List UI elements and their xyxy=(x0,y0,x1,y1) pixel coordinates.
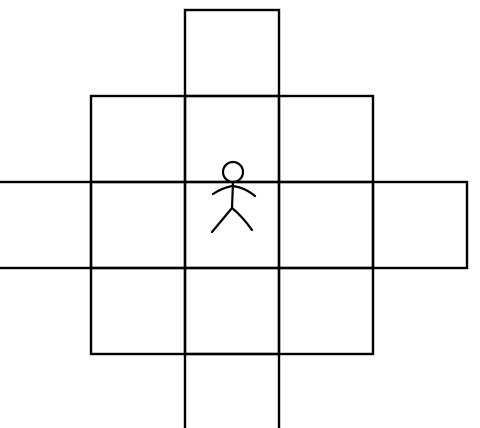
figure-right-leg xyxy=(230,206,254,232)
grid-cell-r3-c-1 xyxy=(89,266,187,356)
figure-arms xyxy=(211,184,257,198)
figure-left-leg xyxy=(210,206,234,234)
stick-figure-icon xyxy=(210,160,257,234)
grid-cell-r3-c1 xyxy=(277,266,375,356)
grid-cell-r1-c1 xyxy=(277,94,375,184)
grid-cell-r2-c-1 xyxy=(89,180,187,270)
figure-head xyxy=(221,160,245,184)
grid-cell-r1-c0 xyxy=(183,94,281,184)
cells-layer xyxy=(0,8,469,428)
grid-cell-r2-c2 xyxy=(371,180,469,270)
grid-cell-r2-c-2 xyxy=(0,180,93,270)
grid-cell-r3-c0 xyxy=(183,266,281,356)
grid-cell-r2-c1 xyxy=(277,180,375,270)
grid-cell-r0-c0 xyxy=(183,8,281,98)
grid-cell-r4-c0 xyxy=(183,352,281,428)
grid-cell-r1-c-1 xyxy=(89,94,187,184)
